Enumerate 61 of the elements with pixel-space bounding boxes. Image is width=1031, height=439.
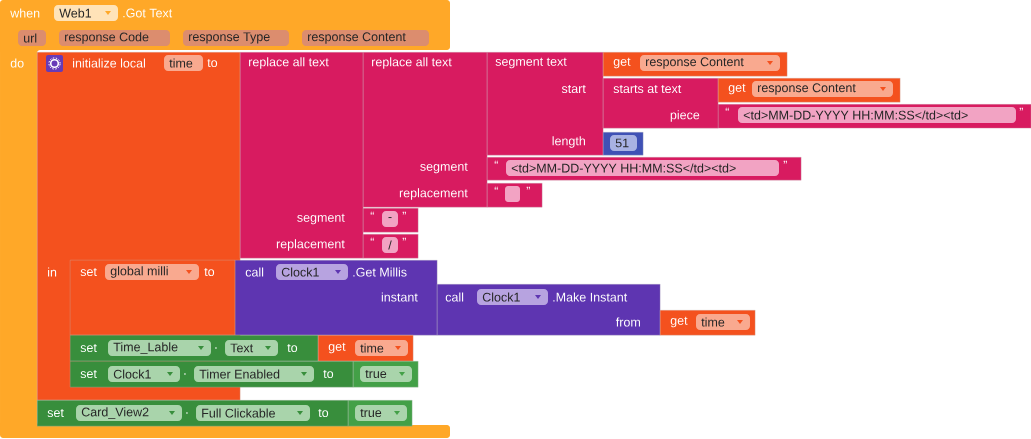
value-field: time: [164, 55, 203, 71]
block-label: starts at text: [613, 84, 682, 94]
block-label: to: [207, 58, 218, 68]
block-label: set: [80, 369, 97, 379]
quote-mark: “: [370, 237, 374, 241]
block-label: .: [215, 347, 217, 349]
quote-mark: “: [725, 107, 729, 111]
block-label: from: [616, 317, 640, 327]
block-label: replace all text: [372, 57, 452, 69]
block-label: initialize local: [73, 58, 145, 68]
quote-mark: ”: [402, 211, 406, 215]
block-label: segment: [297, 213, 345, 225]
block-label: .: [186, 412, 188, 414]
parameter-field: response Code: [59, 30, 170, 46]
block-label: call: [445, 292, 464, 302]
block-label: in: [48, 267, 57, 277]
quote-mark: “: [494, 186, 498, 190]
block-label: set: [47, 408, 64, 418]
block-label: do: [10, 58, 24, 68]
block-label: replacement: [399, 188, 468, 200]
block-label: set: [80, 267, 97, 277]
value-field: <td>MM-DD-YYYY HH:MM:SS</td><td>: [506, 160, 779, 176]
block-label: get: [613, 57, 631, 69]
dropdown-field: Clock1: [477, 289, 548, 305]
block-label: get: [670, 316, 688, 328]
block-label: piece: [670, 110, 700, 122]
dropdown-field: response Content: [640, 55, 780, 71]
block-label: to: [204, 267, 215, 277]
block-label: .Make Instant: [553, 292, 628, 302]
block-label: replace all text: [249, 57, 329, 69]
block-label: to: [287, 343, 298, 353]
block-label: segment: [420, 162, 468, 174]
block-label: get: [728, 83, 746, 95]
block-label: to: [318, 408, 329, 418]
block-label: .Got Text: [123, 8, 173, 18]
block-label: call: [245, 267, 264, 277]
block-label: .Get Millis: [353, 267, 407, 277]
value-field: -: [382, 211, 398, 227]
quote-mark: ”: [783, 160, 787, 164]
block-label: set: [80, 343, 97, 353]
parameter-field: url: [18, 30, 46, 46]
block-label: segment text: [495, 57, 567, 69]
block-label: to: [323, 369, 334, 379]
parameter-field: response Type: [183, 30, 289, 46]
block-label: start: [561, 84, 586, 94]
parameter-field: response Content: [302, 30, 429, 46]
block-label: .: [184, 373, 186, 375]
quote-mark: ”: [1019, 107, 1023, 111]
dropdown-field: response Content: [752, 81, 893, 97]
block-label: when: [10, 8, 40, 18]
block-label: length: [552, 136, 585, 148]
quote-mark: “: [370, 211, 374, 215]
dropdown-field: Web1: [54, 5, 118, 21]
quote-mark: ”: [402, 237, 406, 241]
value-field: <td>MM-DD-YYYY HH:MM:SS</td><td>: [738, 107, 1016, 123]
value-field: 51: [610, 135, 637, 151]
block-label: replacement: [276, 239, 345, 251]
block-label: get: [328, 342, 346, 354]
quote-mark: ”: [526, 186, 530, 190]
quote-mark: “: [494, 160, 498, 164]
block-label: instant: [381, 292, 418, 302]
